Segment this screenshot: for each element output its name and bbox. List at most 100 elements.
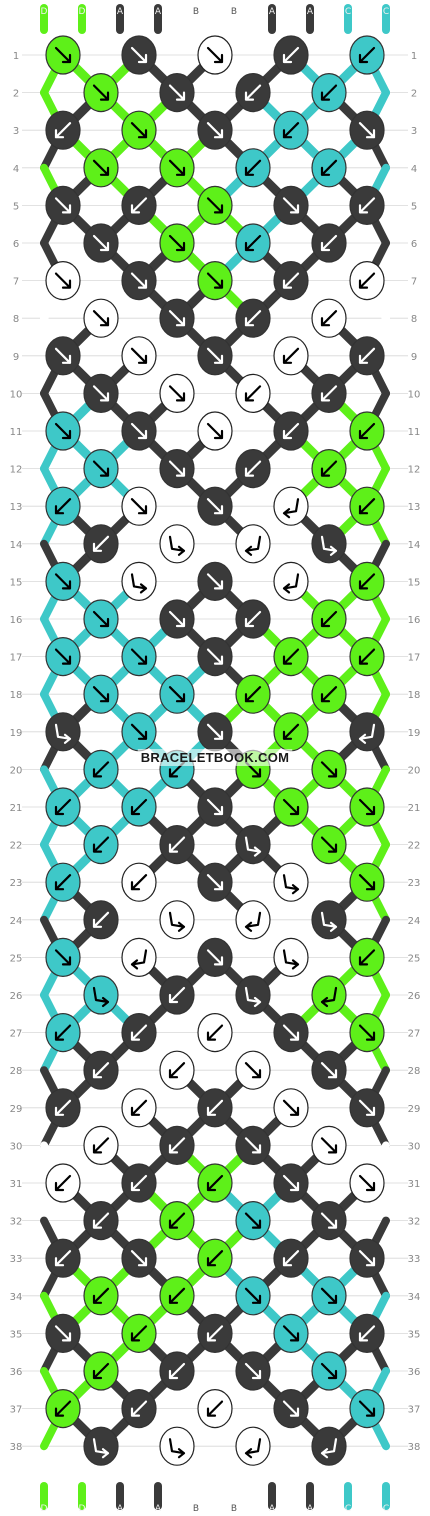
down-left-arrow-icon <box>244 686 262 703</box>
down-left-arrow-icon <box>320 310 338 327</box>
string-label-top: D <box>41 7 48 17</box>
row-number-right: 2 <box>411 89 417 100</box>
row-number-left: 30 <box>10 1141 23 1152</box>
knot <box>311 449 347 489</box>
knot-shape <box>83 1426 119 1466</box>
right-down-arrow-icon <box>320 911 338 932</box>
down-right-arrow-icon <box>282 197 300 214</box>
row-number-right: 36 <box>408 1367 421 1378</box>
down-right-arrow-icon <box>244 1287 262 1304</box>
knot-shape <box>121 561 157 602</box>
right-down-arrow-icon <box>282 874 300 895</box>
knot <box>235 148 271 188</box>
down-left-arrow-icon <box>168 986 186 1004</box>
down-right-arrow-icon <box>282 1325 300 1342</box>
knot <box>197 1238 233 1278</box>
down-right-arrow-icon <box>358 798 376 816</box>
knot <box>235 524 271 564</box>
down-right-arrow-icon <box>206 723 224 740</box>
down-left-arrow-icon <box>130 1325 148 1342</box>
knot <box>159 824 195 865</box>
knot <box>45 561 81 602</box>
knot <box>349 712 385 752</box>
down-left-arrow-icon <box>92 1287 110 1304</box>
row-number-left: 20 <box>10 765 23 776</box>
down-right-arrow-icon <box>54 46 72 64</box>
knot <box>311 148 347 188</box>
down-right-arrow-icon <box>130 723 148 740</box>
down-right-arrow-icon <box>130 272 148 289</box>
row-number-right: 10 <box>408 389 421 400</box>
down-right-arrow-icon <box>320 1137 338 1154</box>
knot <box>311 1276 347 1316</box>
knot <box>159 449 195 489</box>
down-right-arrow-icon <box>320 1212 338 1229</box>
down-left-arrow-icon <box>168 1362 186 1380</box>
down-right-arrow-icon <box>206 949 224 966</box>
knot <box>159 1276 195 1316</box>
string-label-bottom: B <box>231 1504 237 1514</box>
row-number-right: 14 <box>408 540 421 551</box>
down-right-arrow-icon <box>168 84 186 101</box>
left-down-arrow-icon <box>244 535 262 556</box>
knot <box>235 674 271 714</box>
row-number-right: 24 <box>408 916 421 927</box>
knot <box>349 35 385 75</box>
down-right-arrow-icon <box>168 159 186 176</box>
knot <box>197 636 233 677</box>
down-left-arrow-icon <box>54 498 72 515</box>
down-left-arrow-icon <box>168 1062 186 1079</box>
row-number-right: 33 <box>408 1254 421 1265</box>
string-label-top: A <box>269 7 276 17</box>
down-right-arrow-icon <box>206 46 224 64</box>
knot <box>197 110 233 150</box>
left-down-arrow-icon <box>282 498 300 519</box>
string-label-top: C <box>383 7 389 17</box>
knot <box>235 1276 271 1316</box>
down-right-arrow-icon <box>282 1174 300 1192</box>
down-left-arrow-icon <box>92 1362 110 1380</box>
down-right-arrow-icon <box>130 122 148 139</box>
knot <box>311 1125 347 1166</box>
knot <box>235 298 271 338</box>
knot <box>121 185 157 225</box>
knot-shape <box>311 900 347 940</box>
down-right-arrow-icon <box>92 159 110 176</box>
knot <box>83 148 119 188</box>
knot <box>235 1351 271 1391</box>
down-right-arrow-icon <box>130 498 148 515</box>
knot <box>83 975 119 1015</box>
knot-shape <box>235 1426 271 1466</box>
knot <box>45 712 81 752</box>
knot <box>83 298 119 338</box>
knot <box>159 1351 195 1391</box>
down-left-arrow-icon <box>206 1174 224 1192</box>
knot <box>197 1388 233 1429</box>
row-number-right: 12 <box>408 465 421 476</box>
knot <box>121 336 157 376</box>
left-down-arrow-icon <box>320 1438 338 1459</box>
down-right-arrow-icon <box>168 234 186 252</box>
row-number-right: 29 <box>408 1104 421 1115</box>
knot <box>121 937 157 978</box>
knot-shape <box>83 975 119 1015</box>
knot <box>273 486 309 526</box>
down-left-arrow-icon <box>282 46 300 64</box>
down-right-arrow-icon <box>358 1250 376 1267</box>
row-number-left: 18 <box>10 690 23 701</box>
knot <box>273 1012 309 1053</box>
down-right-arrow-icon <box>358 122 376 139</box>
string-label-bottom: B <box>193 1504 199 1514</box>
knot <box>83 749 119 790</box>
knot <box>349 787 385 827</box>
down-left-arrow-icon <box>206 1024 224 1041</box>
knot <box>311 298 347 338</box>
down-right-arrow-icon <box>92 686 110 703</box>
down-right-arrow-icon <box>320 1287 338 1304</box>
knot <box>311 1200 347 1241</box>
down-right-arrow-icon <box>282 1400 300 1417</box>
down-left-arrow-icon <box>358 573 376 590</box>
knot <box>45 486 81 526</box>
